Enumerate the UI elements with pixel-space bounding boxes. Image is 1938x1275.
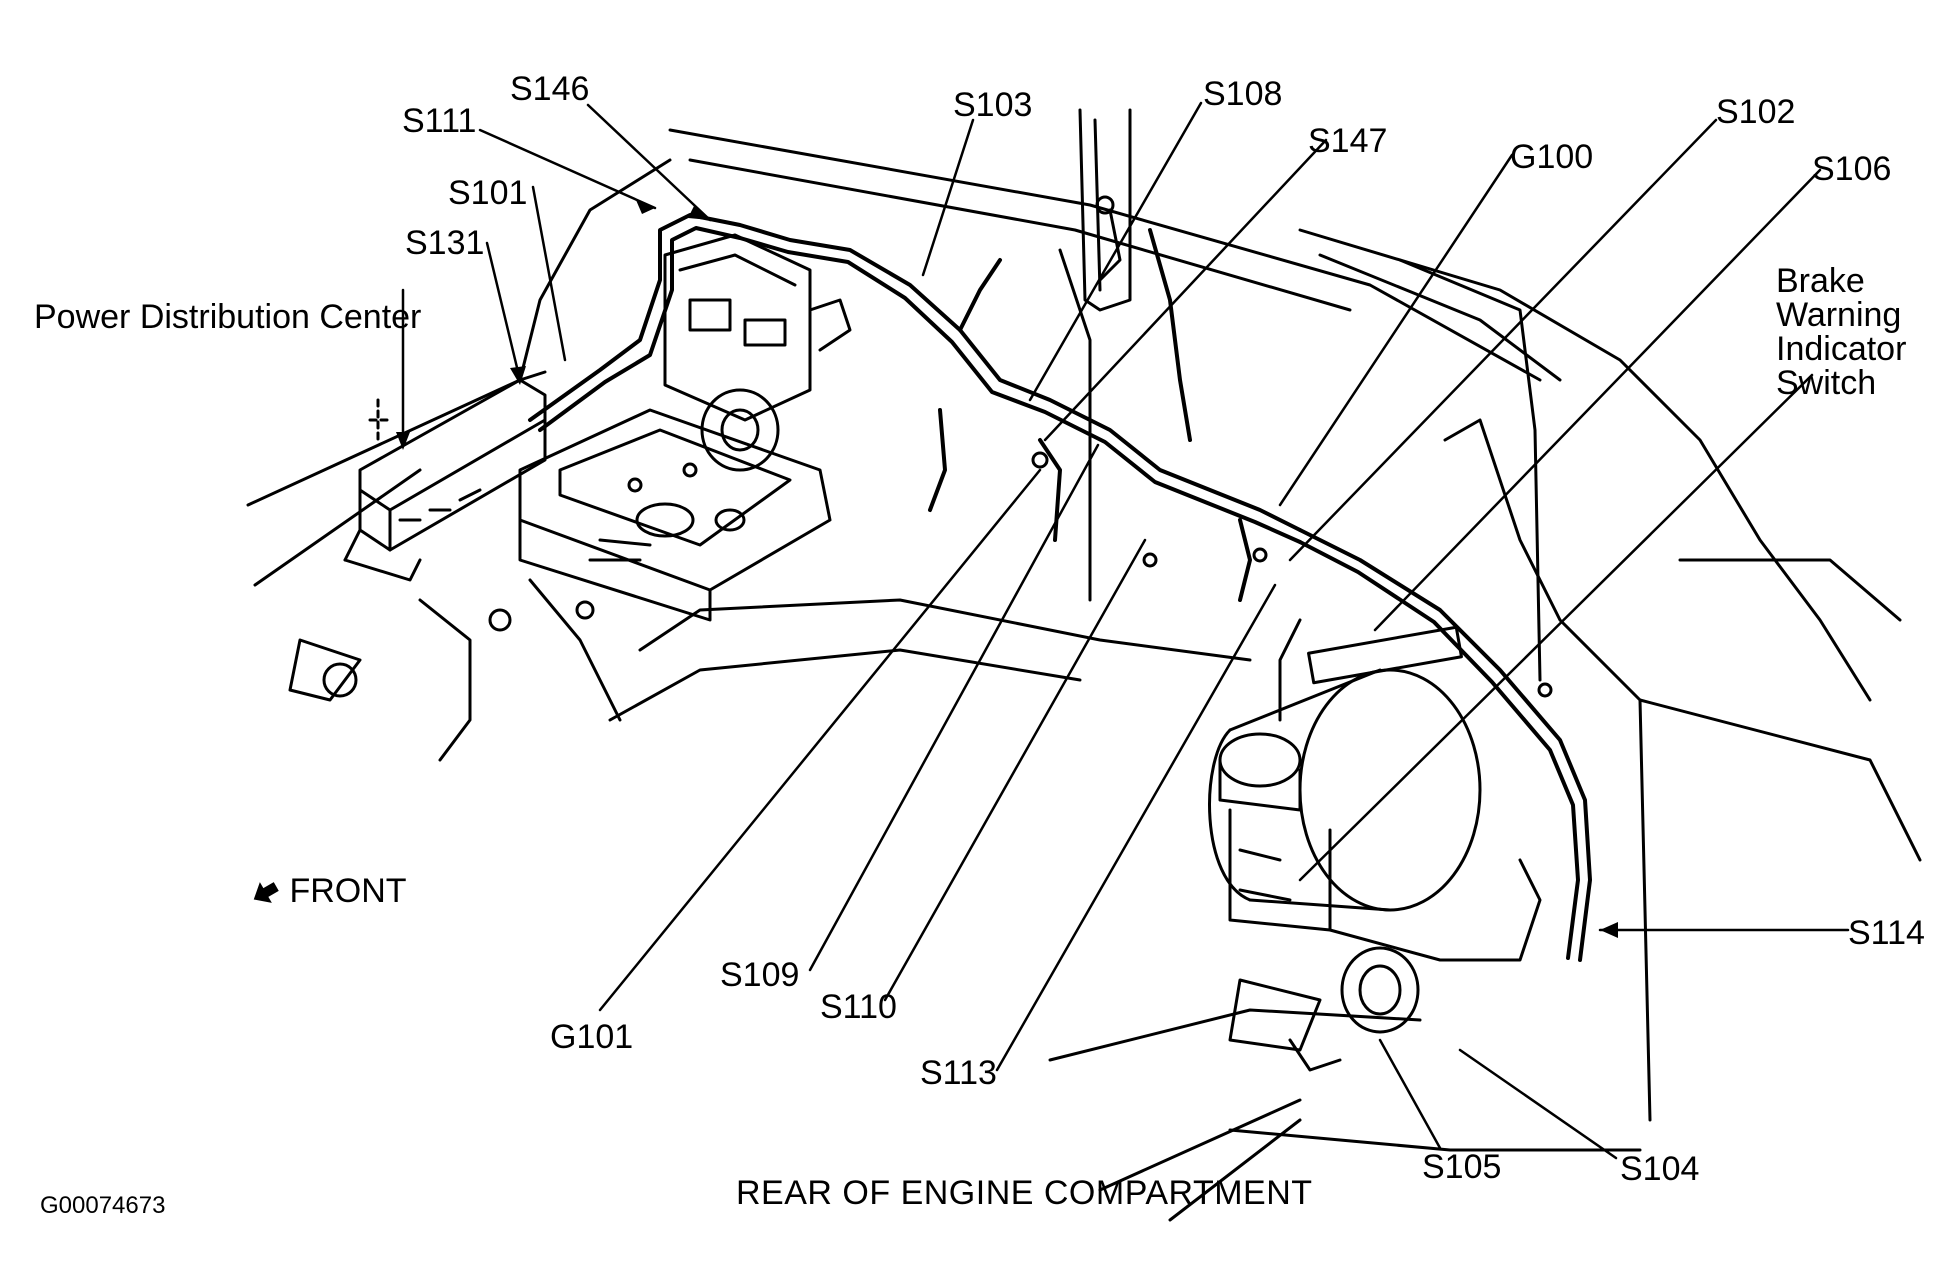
master-cylinder — [1218, 732, 1542, 1072]
g101-label: G101 — [550, 1018, 634, 1056]
s146-label: S146 — [510, 70, 590, 108]
front-label: FRONT — [289, 872, 407, 910]
figure-caption: REAR OF ENGINE COMPARTMENT — [736, 1174, 1313, 1212]
figure-id: G00074673 — [40, 1192, 166, 1219]
s103-label: S103 — [953, 86, 1033, 124]
leader-lines — [401, 101, 1850, 1160]
front-indicator: FRONT — [250, 874, 407, 908]
g100-label: G100 — [1510, 138, 1594, 176]
s104-label: S104 — [1620, 1150, 1700, 1188]
s108-label: S108 — [1203, 75, 1283, 113]
pdc-box — [343, 378, 547, 582]
arrow-left-icon — [253, 882, 279, 903]
battery-tray — [518, 408, 832, 622]
s106-label: S106 — [1812, 150, 1892, 188]
brake-warning-indicator-switch-label: Brake Warning Indicator Switch — [1776, 262, 1907, 402]
s110-label: S110 — [820, 988, 897, 1026]
cowl-brace — [1058, 108, 1132, 602]
pdc-label: Power Distribution Center — [34, 298, 422, 336]
s109-label: S109 — [720, 956, 800, 994]
control-module — [663, 233, 852, 472]
fittings — [288, 451, 1553, 762]
s114-label: S114 — [1848, 914, 1925, 952]
wiring-harness — [528, 213, 1592, 962]
s102-label: S102 — [1716, 93, 1796, 131]
body-outline — [246, 128, 1922, 1222]
s111-label: S111 — [402, 102, 477, 140]
s131-label: S131 — [405, 224, 485, 262]
s147-label: S147 — [1308, 122, 1388, 160]
s113-label: S113 — [920, 1054, 997, 1092]
leader-arrowheads — [396, 200, 1618, 938]
s101-label: S101 — [448, 174, 528, 212]
s105-label: S105 — [1422, 1148, 1502, 1186]
brake-booster — [1208, 625, 1482, 912]
